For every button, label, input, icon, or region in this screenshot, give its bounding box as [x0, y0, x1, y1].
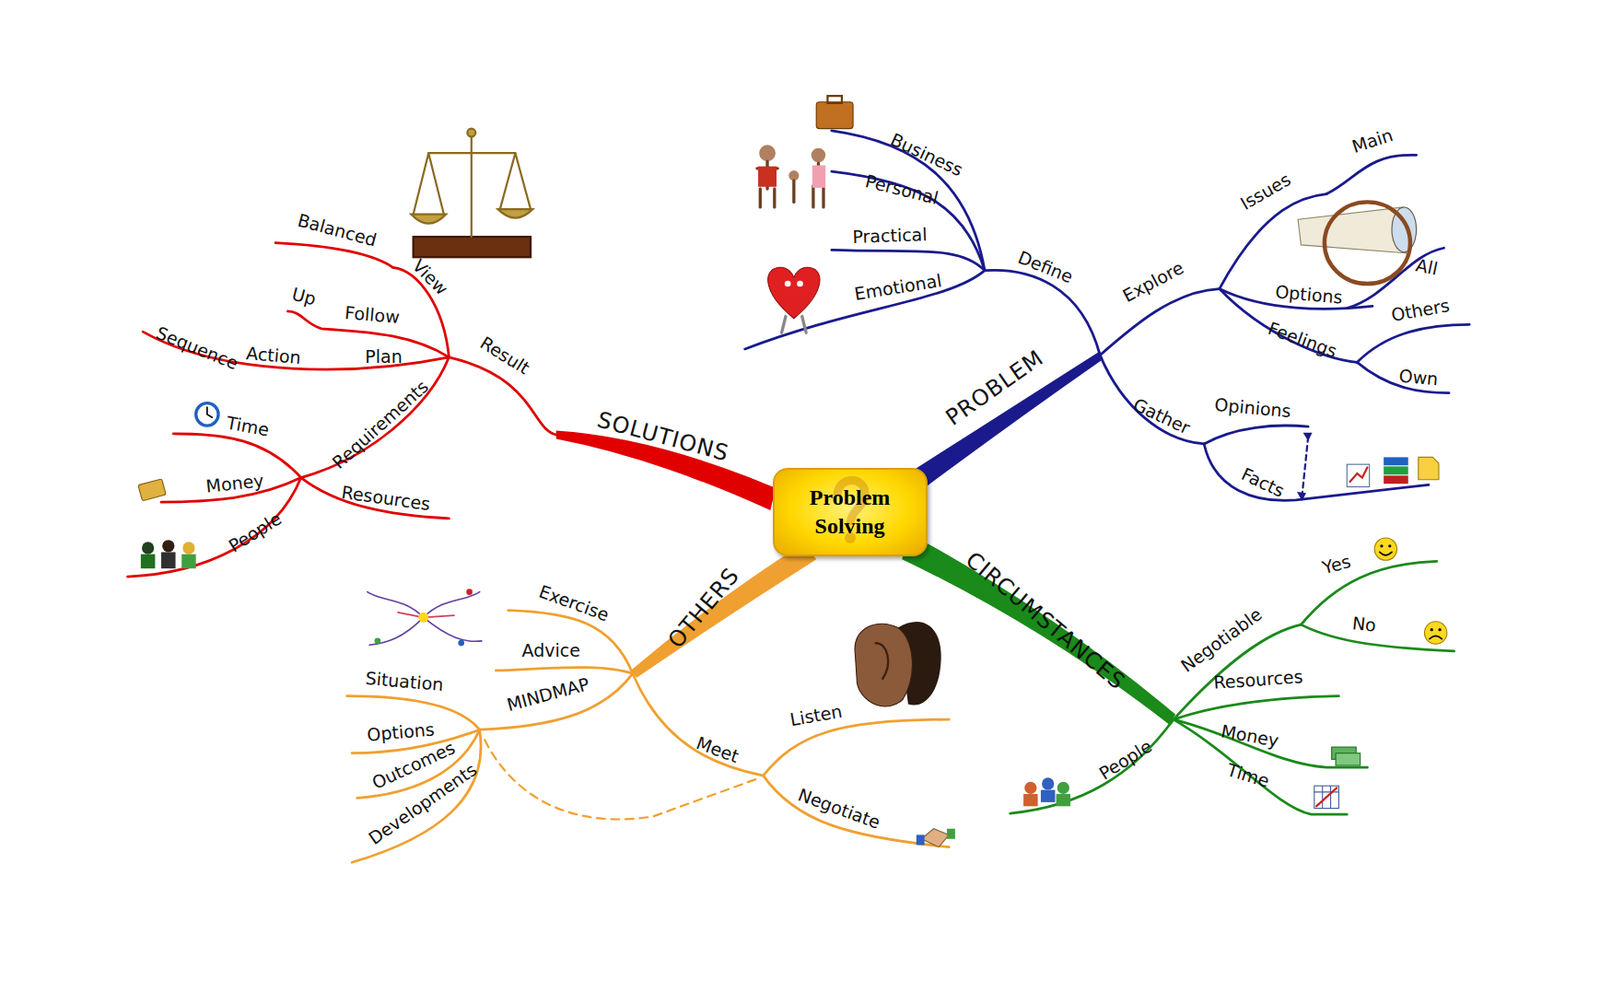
telescope-icon [1297, 201, 1417, 284]
card-icon [138, 478, 166, 502]
smiley-icons [1374, 537, 1448, 644]
branch-label: Explore [1120, 258, 1187, 305]
question-mark-watermark [774, 469, 926, 555]
branch-label: MINDMAP [504, 675, 591, 714]
family-icon [757, 144, 826, 208]
balance-scale-icon [410, 128, 533, 258]
branch-label: People [225, 509, 285, 556]
listening-ear-icon [854, 621, 942, 707]
branch-label: No [1351, 614, 1378, 635]
branch-label: Negotiable [1178, 605, 1265, 676]
branch-label: Resources [339, 482, 432, 513]
branch-label: Resources [1213, 667, 1304, 692]
mindmap-thumbnail [367, 588, 482, 646]
facts-icons [1346, 456, 1439, 487]
branch-label: People [1096, 736, 1156, 783]
central-topic-text: Problem Solving [799, 483, 901, 541]
branch-label: Business [887, 130, 966, 180]
branch-label: Own [1398, 367, 1439, 389]
branch-label: Exercise [536, 582, 611, 624]
branch-label: Practical [852, 225, 928, 246]
branch-label: Personal [864, 172, 941, 208]
branch-label: Time [1225, 760, 1272, 791]
branch-label: Options [366, 721, 436, 745]
branch-label: Opinions [1214, 396, 1293, 421]
branch-label: Balanced [295, 211, 379, 250]
branch-label: Plan [364, 347, 402, 365]
branch-label: Money [1219, 722, 1280, 750]
branch-label: Issues [1237, 170, 1294, 213]
branch-label: Yes [1320, 551, 1354, 576]
branch-label: Negotiate [795, 786, 883, 833]
branch-label: All [1413, 256, 1439, 278]
branch-label: Sequence [153, 323, 241, 373]
heart-icon [768, 267, 820, 333]
branch-label: Follow [344, 303, 401, 327]
money-calendar-icons [1314, 747, 1361, 808]
clock-icon [196, 403, 219, 426]
main-branch-label: PROBLEM [942, 346, 1048, 430]
branch-label: Listen [789, 701, 844, 729]
people-icons [140, 539, 1071, 806]
branch-label: Up [290, 285, 318, 309]
branch-label: View [409, 256, 452, 299]
branch-label: Money [204, 471, 265, 495]
branch-label: Main [1349, 126, 1395, 156]
branch-label: Action [245, 343, 302, 366]
branch-label: Options [1274, 282, 1344, 306]
branch-label: Time [225, 414, 271, 440]
central-topic-box: Problem Solving [772, 467, 928, 557]
branch-label: Emotional [852, 272, 943, 304]
branch-label: Requirements [329, 377, 433, 473]
branch-label: Situation [364, 669, 444, 694]
branch-label: Others [1389, 296, 1451, 325]
briefcase-icon [816, 95, 853, 129]
handshake-icon [916, 829, 956, 848]
branch-label: Feelings [1265, 319, 1340, 361]
branch-label: Advice [521, 641, 580, 659]
main-branch-label: CIRCUMSTANCES [962, 548, 1131, 694]
